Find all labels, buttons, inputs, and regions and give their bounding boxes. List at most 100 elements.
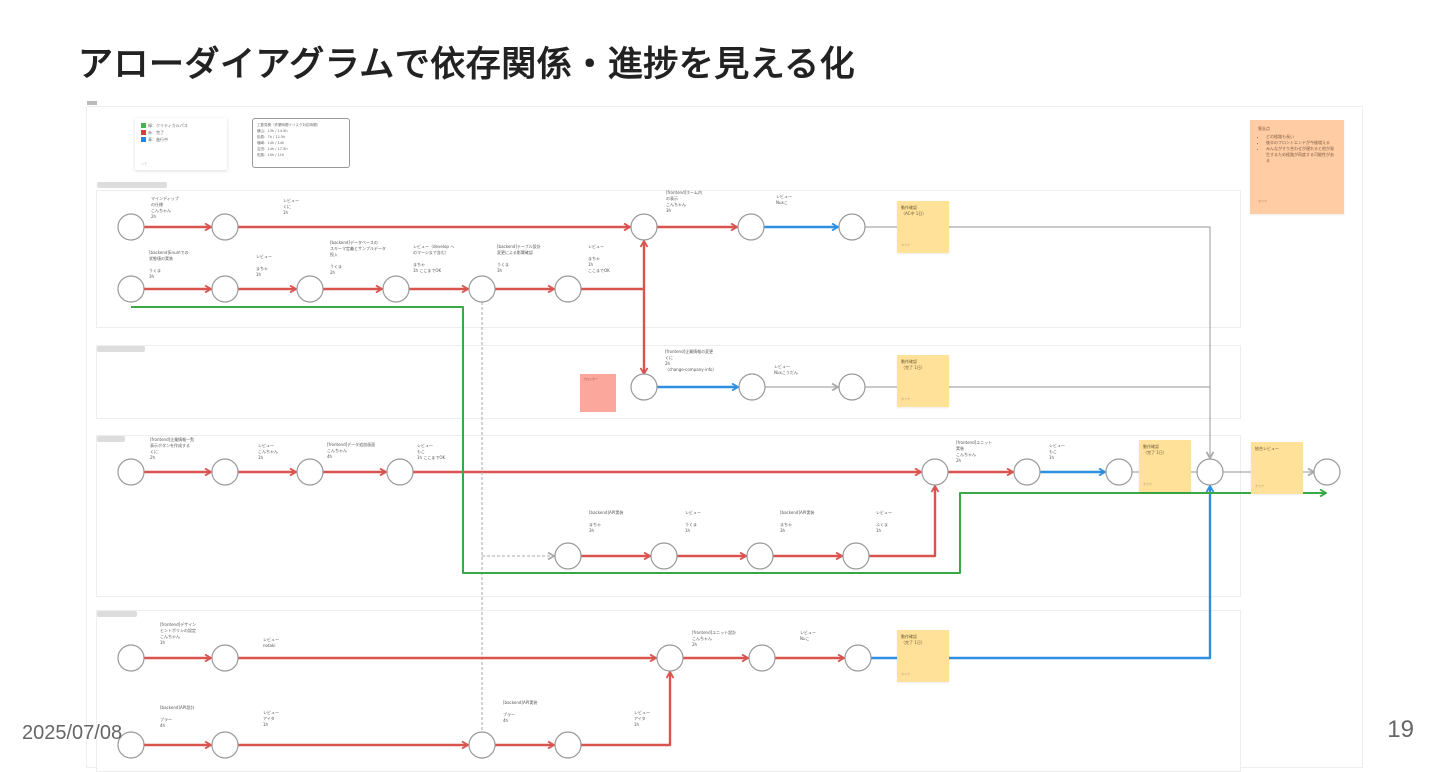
task-label: レビュー まちゃ 1h ここまでOK	[588, 244, 610, 273]
event-node	[842, 542, 870, 570]
event-node	[211, 731, 239, 759]
sticky-title: 動作確認 （完了 1日）	[1143, 444, 1167, 455]
task-label: [frontend]ユニット 実装 こんちゃん 2h	[956, 440, 993, 463]
task-label: [backend]API実装 まちゃ 3h	[589, 510, 624, 533]
task-label: [frontend]ホーム内 の表示 こんちゃん 3h	[666, 190, 703, 213]
event-node	[117, 644, 145, 672]
blocker-sticky-note: ブロッカー	[580, 374, 616, 412]
event-node	[1105, 458, 1133, 486]
page-number: 19	[1387, 716, 1414, 743]
sticky-footer: タスク	[1143, 482, 1153, 486]
estimate-line: 佐藤：10h / 11h	[257, 153, 285, 157]
event-node	[1313, 458, 1341, 486]
event-node	[838, 373, 866, 401]
event-node	[386, 458, 414, 486]
event-node	[211, 275, 239, 303]
task-label: レビュー こんちゃん 1h	[258, 443, 278, 460]
task-label: レビュー Nuこ	[800, 630, 816, 641]
event-node	[554, 542, 582, 570]
slide-title: アローダイアグラムで依存関係・進捗を見える化	[78, 45, 856, 85]
note-item: みんながすり合わせが遅れると他が発生するため経路が再度する可能性がある	[1266, 146, 1336, 164]
sticky-footer: タスク	[901, 243, 911, 247]
swimlane-4-label	[97, 611, 137, 617]
task-label: レビュー アイタ 1h	[634, 710, 650, 727]
task-label: [frontend]デザイン ヒントポリシの設定 こんちゃん 1h	[160, 622, 197, 645]
note-footer: タスク	[1258, 199, 1268, 203]
task-label: [frontend]企業情報一覧 表示ボタンを作成する くに 2h	[150, 437, 195, 460]
effort-estimate-box: 工数見積（作業時間＋リスク対応時間） 横山：13h / 14.5h 松原：7h …	[252, 118, 350, 168]
task-arrow	[871, 486, 1210, 660]
event-node	[468, 731, 496, 759]
event-node	[554, 275, 582, 303]
event-node	[117, 731, 145, 759]
event-node	[738, 373, 766, 401]
sticky-title: 動作確認 （完了 1日）	[901, 634, 925, 645]
event-node	[211, 458, 239, 486]
task-label: [backend]テーブル設計 変更による影響確認 うくま 3h	[497, 244, 541, 273]
estimate-line: 吉田：14h / 17.5h	[257, 147, 288, 151]
legend-swatch	[141, 130, 146, 135]
event-node	[737, 213, 765, 241]
swimlane-1-label	[97, 182, 167, 188]
task-label: レビュー もこ 1h	[1049, 443, 1065, 460]
task-label: [frontend]企業情報の変更 くに 2h （change-company-…	[665, 349, 717, 372]
legend-label: 赤：完了	[148, 129, 164, 135]
event-node	[1013, 458, 1041, 486]
estimate-line: 工数見積（作業時間＋リスク対応時間）	[257, 123, 320, 127]
legend-item: 青：進行中	[141, 136, 221, 143]
event-node	[296, 275, 324, 303]
swimlane-3	[96, 435, 1241, 597]
event-node	[117, 275, 145, 303]
task-label: マインディップ の仕様 こんちゃん 2h	[151, 196, 179, 219]
sticky-footer: タスク	[901, 672, 911, 676]
task-label: レビュー まちゃ 1h	[256, 254, 272, 277]
legend-footer: メモ	[141, 162, 148, 166]
task-label: レビュー アイタ 1h	[263, 710, 279, 727]
task-label: [backend]API実装 ブラー 4h	[503, 700, 538, 723]
note-item: 後半のフロントエンドが今後増える	[1266, 140, 1336, 146]
sticky-note: 動作確認 （完了 1日） タスク	[897, 355, 949, 407]
event-node	[117, 458, 145, 486]
task-label: レビュー Nuxこうだん	[774, 364, 798, 375]
legend-label: 緑：クリティカルパス	[148, 122, 188, 128]
task-label: レビュー うくま 1h	[685, 510, 701, 533]
event-node	[1196, 458, 1224, 486]
event-node	[838, 213, 866, 241]
sticky-note: 動作確認 （完了 1日） タスク	[1139, 440, 1191, 492]
task-label: レビュー（develop へ のマージまで含む） まちゃ 1h ここまでOK	[413, 244, 455, 273]
event-node	[382, 275, 410, 303]
event-node	[748, 644, 776, 672]
note-title: 懸念点	[1258, 126, 1270, 131]
sticky-title: ブロッカー	[583, 377, 599, 381]
dependency-arrow	[865, 226, 1210, 458]
legend-label: 青：進行中	[148, 136, 168, 142]
event-node	[630, 373, 658, 401]
task-arrow	[869, 486, 935, 558]
event-node	[554, 731, 582, 759]
legend-swatch	[141, 123, 146, 128]
event-node	[650, 542, 678, 570]
sticky-note: 動作確認 （完了 1日） タスク	[897, 630, 949, 682]
event-node	[211, 213, 239, 241]
event-node	[211, 644, 239, 672]
task-label: [frontend]データ追加画面 こんちゃん 4h	[327, 442, 376, 459]
sticky-note: 統合レビュー タスク	[1251, 442, 1303, 494]
note-item: どの経路も長い	[1266, 134, 1336, 140]
sticky-footer: タスク	[901, 397, 911, 401]
task-label: レビュー notaki	[263, 637, 279, 648]
estimate-line: 横山：13h / 14.5h	[257, 129, 288, 133]
swimlane-2-label	[97, 346, 145, 352]
task-label: レビュー ふくま 1h	[876, 510, 892, 533]
event-node	[468, 275, 496, 303]
sticky-title: 動作確認 （完了 1日）	[901, 359, 925, 370]
event-node	[630, 213, 658, 241]
legend-item: 緑：クリティカルパス	[141, 122, 221, 129]
sticky-title: 動作確認 （AC中 1日）	[901, 205, 927, 216]
task-label: [frontend]ユニット設計 こんちゃん 2h	[692, 630, 737, 647]
concerns-sticky-note: 懸念点 どの経路も長い 後半のフロントエンドが今後増える みんながすり合わせが遅…	[1250, 120, 1344, 214]
event-node	[296, 458, 324, 486]
swimlane-1	[96, 190, 1241, 328]
sticky-footer: タスク	[1255, 484, 1265, 488]
